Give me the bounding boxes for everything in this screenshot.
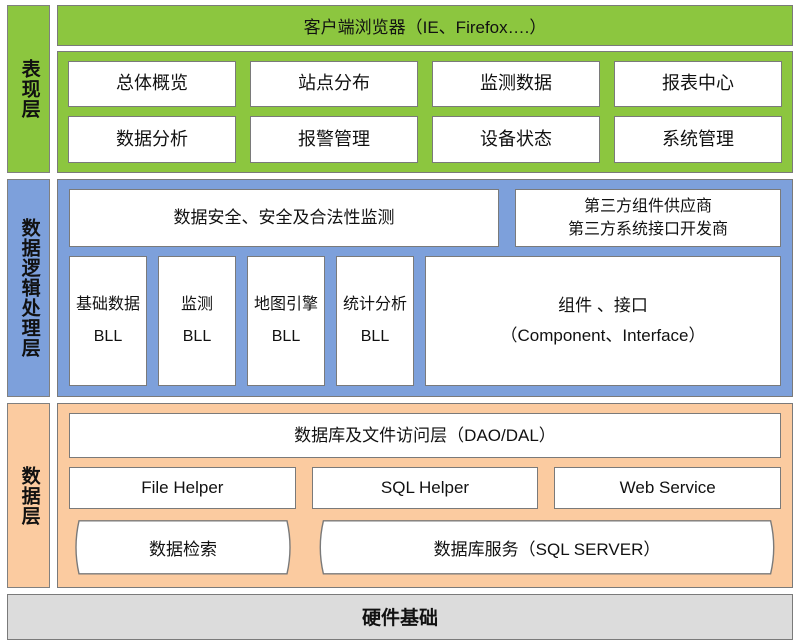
module-device-status[interactable]: 设备状态 (432, 116, 600, 163)
client-browser-bar: 客户端浏览器（IE、Firefox….） (57, 5, 793, 46)
data-retrieval-store[interactable]: 数据检索 (69, 518, 297, 577)
data-access-layer-box[interactable]: 数据库及文件访问层（DAO/DAL） (69, 413, 781, 459)
database-service-label: 数据库服务（SQL SERVER） (433, 540, 661, 560)
presentation-layer-label: 表现层 (7, 5, 50, 173)
file-helper-box[interactable]: File Helper (69, 467, 296, 510)
third-party-vendor-box[interactable]: 第三方组件供应商 第三方系统接口开发商 (515, 188, 781, 247)
tape-shape-icon (69, 518, 297, 577)
storage-row: 数据检索 数据库服务（SQL SERVER） (69, 518, 781, 577)
tape-shape-icon (313, 518, 781, 577)
helper-row: File Helper SQL Helper Web Service (69, 467, 782, 510)
module-data-analysis[interactable]: 数据分析 (68, 116, 236, 163)
database-service-store[interactable]: 数据库服务（SQL SERVER） (313, 518, 781, 577)
module-system-management[interactable]: 系统管理 (614, 116, 782, 163)
hardware-foundation-bar: 硬件基础 (7, 593, 793, 640)
logic-bottom-row: 基础数据 BLL 监测 BLL 地图引擎 BLL 统计分析 BLL 组件 、接口… (69, 255, 781, 387)
module-overview[interactable]: 总体概览 (68, 61, 236, 108)
data-layer-label: 数据层 (7, 403, 50, 588)
sql-helper-box[interactable]: SQL Helper (311, 467, 539, 510)
presentation-layer: 表现层 客户端浏览器（IE、Firefox….） 总体概览 站点分布 监测数据 … (7, 5, 793, 173)
bll-base-data[interactable]: 基础数据 BLL (69, 255, 147, 387)
logic-layer: 数据逻辑处理层 数据安全、安全及合法性监测 第三方组件供应商 第三方系统接口开发… (7, 178, 793, 398)
logic-layer-label: 数据逻辑处理层 (7, 178, 50, 398)
presentation-module-row-1: 总体概览 站点分布 监测数据 报表中心 (68, 61, 782, 108)
component-interface-box[interactable]: 组件 、接口 （Component、Interface） (425, 255, 781, 387)
data-layer: 数据层 数据库及文件访问层（DAO/DAL） File Helper SQL H… (7, 403, 793, 588)
presentation-module-row-2: 数据分析 报警管理 设备状态 系统管理 (68, 116, 782, 163)
data-retrieval-label: 数据检索 (149, 540, 217, 560)
logic-layer-body: 数据安全、安全及合法性监测 第三方组件供应商 第三方系统接口开发商 基础数据 B… (57, 178, 793, 398)
module-alarm-management[interactable]: 报警管理 (250, 116, 418, 163)
security-monitoring-box[interactable]: 数据安全、安全及合法性监测 (69, 188, 499, 247)
bll-monitoring[interactable]: 监测 BLL (158, 255, 236, 387)
presentation-module-grid: 总体概览 站点分布 监测数据 报表中心 数据分析 报警管理 设备状态 系统管理 (57, 51, 793, 173)
logic-top-row: 数据安全、安全及合法性监测 第三方组件供应商 第三方系统接口开发商 (69, 188, 781, 247)
data-layer-body: 数据库及文件访问层（DAO/DAL） File Helper SQL Helpe… (57, 403, 793, 588)
module-report-center[interactable]: 报表中心 (614, 61, 782, 108)
bll-statistics-analysis[interactable]: 统计分析 BLL (336, 255, 414, 387)
presentation-layer-body: 客户端浏览器（IE、Firefox….） 总体概览 站点分布 监测数据 报表中心… (57, 5, 793, 173)
module-site-distribution[interactable]: 站点分布 (250, 61, 418, 108)
bll-map-engine[interactable]: 地图引擎 BLL (247, 255, 325, 387)
module-monitoring-data[interactable]: 监测数据 (432, 61, 600, 108)
web-service-box[interactable]: Web Service (554, 467, 782, 510)
